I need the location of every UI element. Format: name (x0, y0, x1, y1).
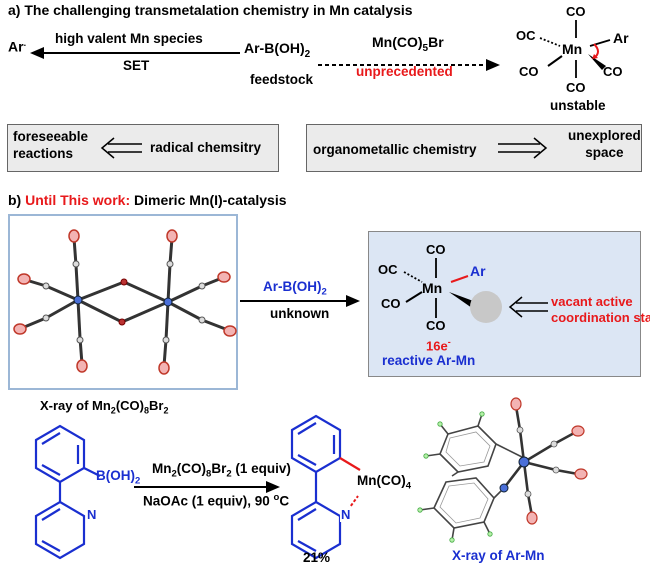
co-right: CO (603, 64, 623, 79)
substrate-nitrogen: N (86, 507, 98, 522)
unstable-label: unstable (550, 98, 606, 113)
boronic-acid-label: Ar-B(OH)2 (244, 40, 311, 60)
unknown-label: unknown (270, 306, 330, 321)
panel-a-title: The challenging transmetalation chemistr… (24, 2, 413, 18)
mnco5br-label: Mn(CO)5Br (372, 34, 444, 54)
organometallic-box (306, 124, 642, 172)
mn-center: Mn (562, 41, 583, 57)
unprecedented-label: unprecedented (356, 64, 453, 79)
reactive-armn-box (368, 231, 641, 377)
xray-armn-caption: X-ray of Ar-Mn (452, 548, 545, 563)
high-valent-label: high valent Mn species (55, 31, 203, 46)
panel-b-title: Dimeric Mn(I)-catalysis (134, 192, 287, 208)
organometallic-label: organometallic chemistry (313, 142, 477, 157)
radical-box (7, 124, 279, 172)
condition-mn-dimer: Mn2(CO)8Br2 (1 equiv) (152, 461, 291, 480)
xray-dimer-frame (8, 214, 238, 390)
oc-bottom-left: CO (519, 64, 539, 79)
co-top-b: CO (426, 242, 446, 257)
co-bottom: CO (566, 80, 586, 95)
sixteen-electron: 16e- (426, 337, 451, 354)
aryl-radical: Ar. (8, 38, 27, 55)
ar-ligand-b: Ar (470, 263, 486, 279)
panel-b-label: b) (8, 192, 22, 208)
oc-bottom-b: CO (381, 296, 401, 311)
oc-left-b: OC (378, 262, 398, 277)
set-label: SET (123, 58, 150, 73)
panel-a-label: a) (8, 2, 21, 18)
xray-dimer-caption: X-ray of Mn2(CO)8Br2 (40, 398, 169, 416)
panel-b-heading: b) Until This work: Dimeric Mn(I)-cataly… (8, 192, 287, 208)
condition-base-temp: NaOAc (1 equiv), 90 oC (143, 492, 290, 509)
arboronic-reagent: Ar-B(OH)2 (263, 279, 327, 298)
product-nitrogen: N (340, 507, 352, 522)
yield-label: 21% (303, 550, 331, 565)
ar-ligand: Ar (613, 30, 629, 46)
feedstock-label: feedstock (250, 72, 314, 87)
product-mnco4: Mn(CO)4 (357, 473, 412, 492)
reactive-armn-label: reactive Ar-Mn (382, 353, 476, 368)
oc-left: OC (516, 28, 536, 43)
until-this-work: Until This work: (25, 192, 131, 208)
mn-center-b: Mn (422, 280, 443, 296)
co-bottom-b: CO (426, 318, 446, 333)
co-top: CO (566, 4, 586, 19)
substrate-boronyl: B(OH)2 (96, 468, 141, 487)
panel-a-heading: a) The challenging transmetalation chemi… (8, 2, 413, 18)
radical-label: radical chemsitry (150, 140, 262, 155)
